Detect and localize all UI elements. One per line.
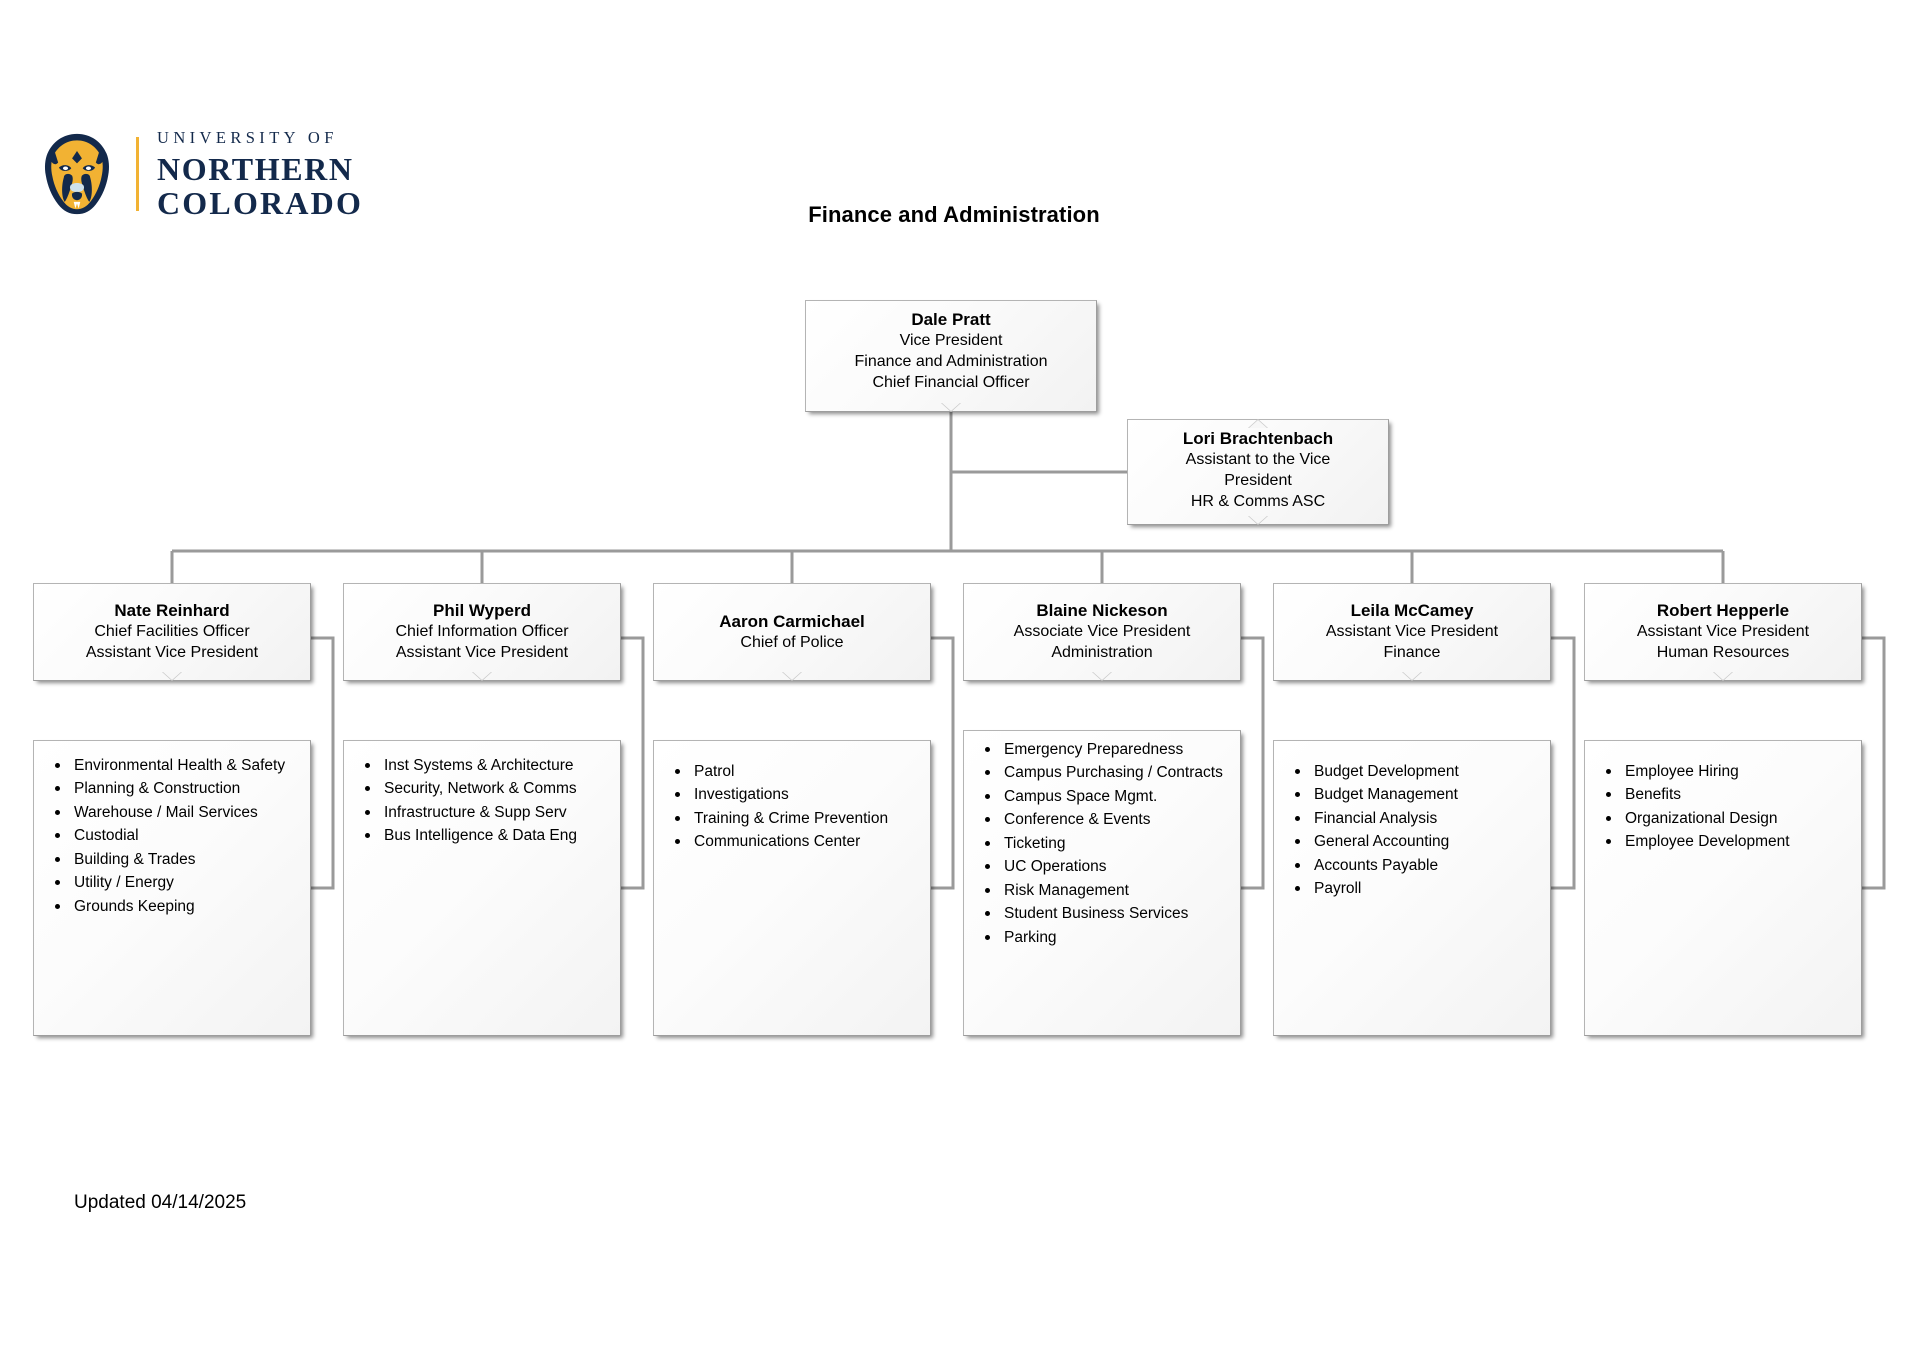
functions-list-robert-hepperle: Employee Hiring Benefits Organizational … (1584, 740, 1862, 1036)
assistant-title-1: Assistant to the Vice (1185, 451, 1331, 469)
division-name: Nate Reinhard (114, 601, 230, 620)
functions-list-nate-reinhard: Environmental Health & Safety Planning &… (33, 740, 311, 1036)
functions-list-phil-wyperd: Inst Systems & Architecture Security, Ne… (343, 740, 621, 1036)
chevron-down-icon-inner (783, 672, 801, 680)
assistant-name: Lori Brachtenbach (1182, 429, 1334, 448)
function-list: Budget Development Budget Management Fin… (1284, 761, 1544, 901)
list-item: Warehouse / Mail Services (55, 802, 304, 824)
list-item: Patrol (675, 761, 924, 783)
logo-wordmark: UNIVERSITY OF NORTHERN COLORADO (157, 128, 364, 221)
list-item: Inst Systems & Architecture (365, 755, 614, 777)
list-item: Budget Development (1295, 761, 1544, 783)
list-item: Campus Space Mgmt. (985, 786, 1234, 808)
list-item: Campus Purchasing / Contracts (985, 762, 1234, 784)
chevron-down-icon-inner (1093, 672, 1111, 680)
division-name: Phil Wyperd (433, 601, 531, 620)
function-list: Emergency Preparedness Campus Purchasing… (974, 739, 1234, 949)
chevron-down-icon-inner (1403, 672, 1421, 680)
node-division-blaine-nickeson[interactable]: Blaine Nickeson Associate Vice President… (963, 583, 1241, 681)
logo-line-university-of: UNIVERSITY OF (157, 128, 338, 147)
list-item: Ticketing (985, 833, 1234, 855)
list-item: Training & Crime Prevention (675, 808, 924, 830)
division-name: Robert Hepperle (1656, 601, 1790, 620)
functions-list-leila-mccamey: Budget Development Budget Management Fin… (1273, 740, 1551, 1036)
root-title-1: Vice President (899, 332, 1003, 350)
list-item: Budget Management (1295, 784, 1544, 806)
chevron-down-icon-inner (473, 672, 491, 680)
division-title-2: Assistant Vice President (85, 643, 259, 661)
chevron-down-icon-inner (1714, 672, 1732, 680)
list-item: Communications Center (675, 831, 924, 853)
node-division-robert-hepperle[interactable]: Robert Hepperle Assistant Vice President… (1584, 583, 1862, 681)
division-title-1: Assistant Vice President (1325, 623, 1499, 641)
root-name: Dale Pratt (911, 310, 991, 329)
node-assistant-lori-brachtenbach[interactable]: Lori Brachtenbach Assistant to the Vice … (1127, 419, 1389, 525)
list-item: Employee Development (1606, 831, 1855, 853)
university-logo: UNIVERSITY OF NORTHERN COLORADO (36, 128, 364, 221)
list-item: Organizational Design (1606, 808, 1855, 830)
division-title-1: Chief Information Officer (395, 623, 569, 641)
logo-line-northern: NORTHERN (157, 150, 354, 187)
function-list: Inst Systems & Architecture Security, Ne… (354, 755, 614, 848)
list-item: Investigations (675, 784, 924, 806)
list-item: Utility / Energy (55, 872, 304, 894)
list-item: General Accounting (1295, 831, 1544, 853)
division-name: Aaron Carmichael (719, 612, 865, 631)
division-title-1: Assistant Vice President (1636, 623, 1810, 641)
functions-list-blaine-nickeson: Emergency Preparedness Campus Purchasing… (963, 730, 1241, 1036)
root-title-3: Chief Financial Officer (872, 373, 1030, 391)
division-name: Blaine Nickeson (1036, 601, 1168, 620)
division-title-1: Chief of Police (740, 634, 844, 652)
list-item: Conference & Events (985, 809, 1234, 831)
root-title-2: Finance and Administration (854, 352, 1048, 370)
node-division-nate-reinhard[interactable]: Nate Reinhard Chief Facilities Officer A… (33, 583, 311, 681)
list-item: Accounts Payable (1295, 855, 1544, 877)
list-item: Environmental Health & Safety (55, 755, 304, 777)
division-title-1: Associate Vice President (1013, 623, 1191, 641)
assistant-title-2: President (1224, 471, 1292, 489)
list-item: Building & Trades (55, 849, 304, 871)
function-list: Environmental Health & Safety Planning &… (44, 755, 304, 918)
list-item: Infrastructure & Supp Serv (365, 802, 614, 824)
function-list: Patrol Investigations Training & Crime P… (664, 761, 924, 854)
node-division-leila-mccamey[interactable]: Leila McCamey Assistant Vice President F… (1273, 583, 1551, 681)
division-name: Leila McCamey (1350, 601, 1474, 620)
division-title-1: Chief Facilities Officer (94, 623, 250, 641)
list-item: Grounds Keeping (55, 896, 304, 918)
node-division-aaron-carmichael[interactable]: Aaron Carmichael Chief of Police (653, 583, 931, 681)
division-title-2: Human Resources (1656, 643, 1790, 661)
page-title: Finance and Administration (808, 202, 1100, 227)
division-title-2: Finance (1383, 643, 1441, 661)
bear-logo-icon (44, 134, 110, 215)
list-item: Benefits (1606, 784, 1855, 806)
chevron-down-icon-inner (163, 672, 181, 680)
node-division-phil-wyperd[interactable]: Phil Wyperd Chief Information Officer As… (343, 583, 621, 681)
list-item: Financial Analysis (1295, 808, 1544, 830)
assistant-title-3: HR & Comms ASC (1190, 492, 1326, 510)
chevron-down-icon-inner (1249, 516, 1267, 524)
function-list: Employee Hiring Benefits Organizational … (1595, 761, 1855, 854)
list-item: Risk Management (985, 880, 1234, 902)
list-item: Security, Network & Comms (365, 778, 614, 800)
logo-line-colorado: COLORADO (157, 184, 364, 221)
list-item: UC Operations (985, 856, 1234, 878)
list-item: Student Business Services (985, 903, 1234, 925)
list-item: Bus Intelligence & Data Eng (365, 825, 614, 847)
list-item: Emergency Preparedness (985, 739, 1234, 761)
functions-list-aaron-carmichael: Patrol Investigations Training & Crime P… (653, 740, 931, 1036)
list-item: Payroll (1295, 878, 1544, 900)
list-item: Custodial (55, 825, 304, 847)
updated-date-label: Updated 04/14/2025 (74, 1192, 247, 1213)
chevron-down-icon-inner (942, 403, 960, 411)
list-item: Planning & Construction (55, 778, 304, 800)
node-root-dale-pratt[interactable]: Dale Pratt Vice President Finance and Ad… (805, 300, 1097, 412)
list-item: Parking (985, 927, 1234, 949)
list-item: Employee Hiring (1606, 761, 1855, 783)
division-title-2: Administration (1051, 643, 1153, 661)
chevron-up-icon-inner (1249, 420, 1267, 428)
logo-divider (136, 137, 139, 212)
division-title-2: Assistant Vice President (395, 643, 569, 661)
